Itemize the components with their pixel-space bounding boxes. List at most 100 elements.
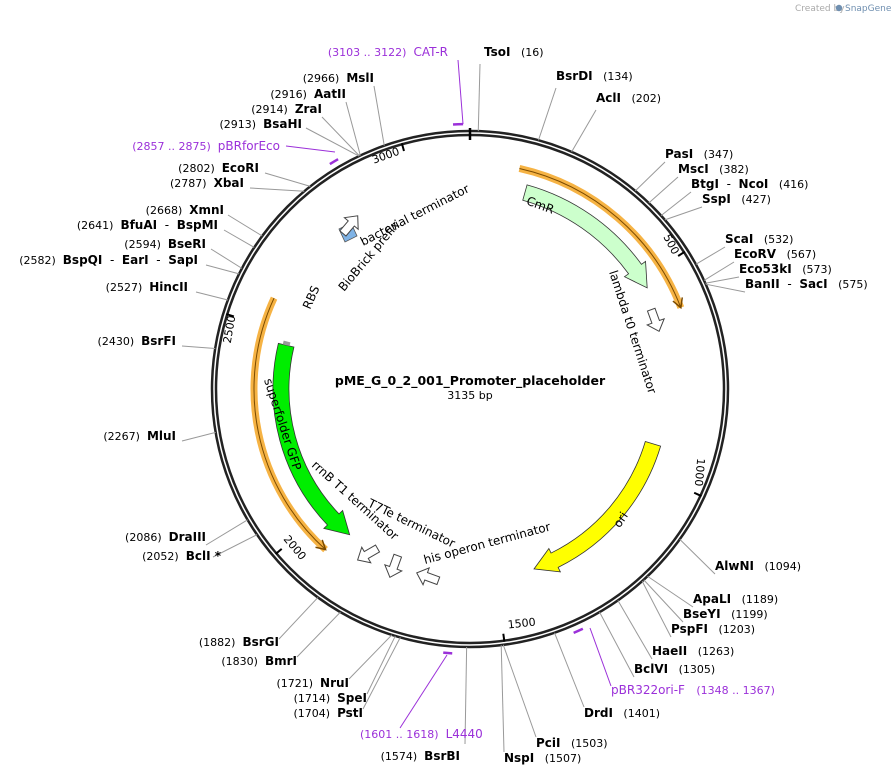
rrnb-terminator-arrow-shape [356,544,381,564]
enzyme-label: BtgI - NcoI (416) [691,177,808,191]
enzyme-name: BmrI [265,654,297,668]
enzyme-position: (202) [621,92,661,105]
enzyme-connector [647,575,694,608]
terminator-layer [339,215,666,586]
enzyme-label: Eco53kI (573) [739,262,832,276]
enzyme-name: EcoRV [734,247,777,261]
enzyme-position: (2916) [270,88,314,101]
enzyme-name: BclVI [634,662,668,676]
rrnb-terminator-arrow [356,544,381,564]
enzyme-position: (575) [828,278,868,291]
enzyme-layer: TsoI (16)BsrDI (134)AclI (202)PasI (347)… [19,45,868,765]
enzyme-name: NruI [320,676,349,690]
enzyme-separator: - [719,177,739,191]
enzyme-position: (134) [593,70,633,83]
enzyme-name: NspI [504,751,534,765]
enzyme-connector [181,345,216,349]
orf-cmr-arrowhead [672,297,684,310]
enzyme-position: (16) [510,46,543,59]
enzyme-label: (2802) EcoRI [178,161,259,175]
enzyme-name: XbaI [214,176,244,190]
enzyme-position: (2641) [77,219,121,232]
enzyme-name: BanII [745,277,780,291]
enzyme-label: SspI (427) [702,192,771,206]
enzyme-label: EcoRV (567) [734,247,816,261]
enzyme-name: AlwNI [715,559,754,573]
enzyme-label: PspFI (1203) [671,622,755,636]
enzyme-name: HincII [149,280,188,294]
enzyme-position: (1830) [221,655,265,668]
orf-layer [250,165,685,553]
enzyme-connector [264,172,311,187]
enzyme-name: BsrDI [556,69,593,83]
tick-mark [225,313,235,318]
tick-label: 2000 [281,533,309,563]
enzyme-connector [366,635,396,695]
enzyme-name: BsrGI [242,635,279,649]
enzyme-connector [634,161,666,192]
primer-range: (1601 .. 1618) [360,728,446,741]
enzyme-label: MscI (382) [678,162,749,176]
primer-label: (2857 .. 2875) pBRforEco [132,139,280,153]
enzyme-connector [537,87,557,141]
primer-label: (3103 .. 3122) CAT-R [328,45,448,59]
enzyme-position: (382) [709,163,749,176]
enzyme-label: AlwNI (1094) [715,559,801,573]
bacterial-terminator-arrow-shape [339,215,359,237]
enzyme-position: (2914) [251,103,295,116]
enzyme-label: TsoI (16) [484,45,544,59]
enzyme-name: AclI [596,91,621,105]
enzyme-name: TsoI [484,45,510,59]
enzyme-name: Eco53kI [739,262,792,276]
tick-mark [274,548,283,555]
enzyme-connector [195,291,228,301]
enzyme-label: (2086) DraIII [125,530,206,544]
primer-connector [285,145,336,153]
enzyme-name: PspFI [671,622,708,636]
enzyme-label: (1882) BsrGI [199,635,279,649]
snapgene-logo-text: SnapGene [845,4,892,14]
enzyme-name: DraIII [169,530,206,544]
enzyme-label: HaeII (1263) [652,644,734,658]
enzyme-name: MslI [346,71,374,85]
enzyme-name: MscI [678,162,709,176]
enzyme-position: (1721) [276,677,320,690]
enzyme-name: NcoI [739,177,769,191]
enzyme-position: (1189) [731,593,778,606]
enzyme-position: (2966) [303,72,347,85]
enzyme-connector [321,116,360,157]
enzyme-position: (1305) [668,663,715,676]
enzyme-connector [305,127,360,157]
primer-name: pBRforEco [218,139,280,153]
enzyme-position: (2086) [125,531,169,544]
enzyme-position: (2430) [98,335,142,348]
enzyme-name: PstI [337,706,363,720]
enzyme-connector [554,632,585,708]
plasmid-length: 3135 bp [447,389,492,402]
enzyme-name: BtgI [691,177,719,191]
enzyme-connector [278,597,319,640]
cmr-arrow [522,184,648,289]
enzyme-position: (1263) [687,645,734,658]
primer-range: (3103 .. 3122) [328,46,414,59]
enzyme-label: (1714) SpeI [294,691,367,705]
enzyme-name: HaeII [652,644,687,658]
primer-name: L4440 [446,727,483,741]
primer-connector [589,627,612,687]
enzyme-label: (1721) NruI [276,676,349,690]
tick-label: 1000 [692,458,707,487]
enzyme-name: ZraI [295,102,322,116]
enzyme-connector [705,276,740,284]
enzyme-connector [181,431,216,442]
primer-mark [573,627,584,635]
enzyme-label: NspI (1507) [504,751,581,765]
enzyme-name: BsaHI [263,117,302,131]
enzyme-position: (2527) [106,281,150,294]
enzyme-label: (2914) ZraI [251,102,322,116]
enzyme-label: BanII - SacI (575) [745,277,868,291]
enzyme-position: (1574) [381,750,425,763]
t7te-terminator-arrow-shape [383,553,403,578]
tick-label: 2500 [221,314,239,344]
enzyme-label: BclVI (1305) [634,662,715,676]
enzyme-connector [348,634,393,680]
